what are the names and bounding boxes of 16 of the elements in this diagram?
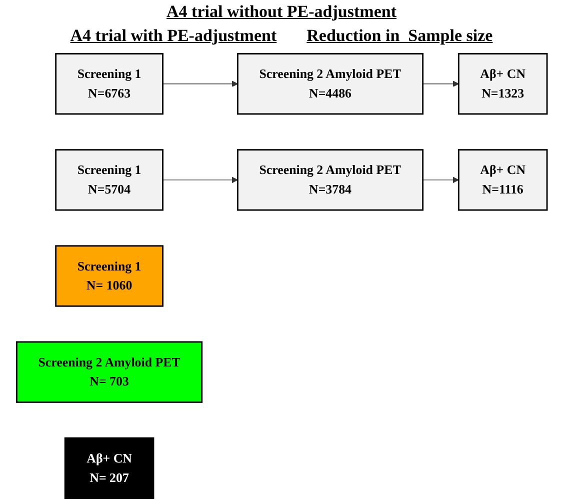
arrow [162,80,238,87]
node-box: Screening 1 N= 1060 [54,245,164,307]
heading: A4 trial with PE-adjustment [70,26,277,46]
node-box: Screening 1 N=5704 [54,149,164,211]
arrow [162,176,238,184]
node-box: Aβ+ CN N=1323 [458,53,548,115]
node-box: Screening 2 Amyloid PET N= 703 [16,341,202,403]
node-box: Aβ+ CN N= 207 [64,437,154,499]
node-box: Screening 2 Amyloid PET N=4486 [236,53,424,115]
heading: A4 trial without PE-adjustment [166,2,396,22]
node-box: Aβ+ CN N=1116 [458,149,548,211]
node-box: Screening 1 N=6763 [54,53,164,115]
node-box: Screening 2 Amyloid PET N=3784 [236,149,424,211]
arrow [422,176,459,184]
heading: Reduction in Sample size [306,26,493,46]
arrow [422,80,459,87]
